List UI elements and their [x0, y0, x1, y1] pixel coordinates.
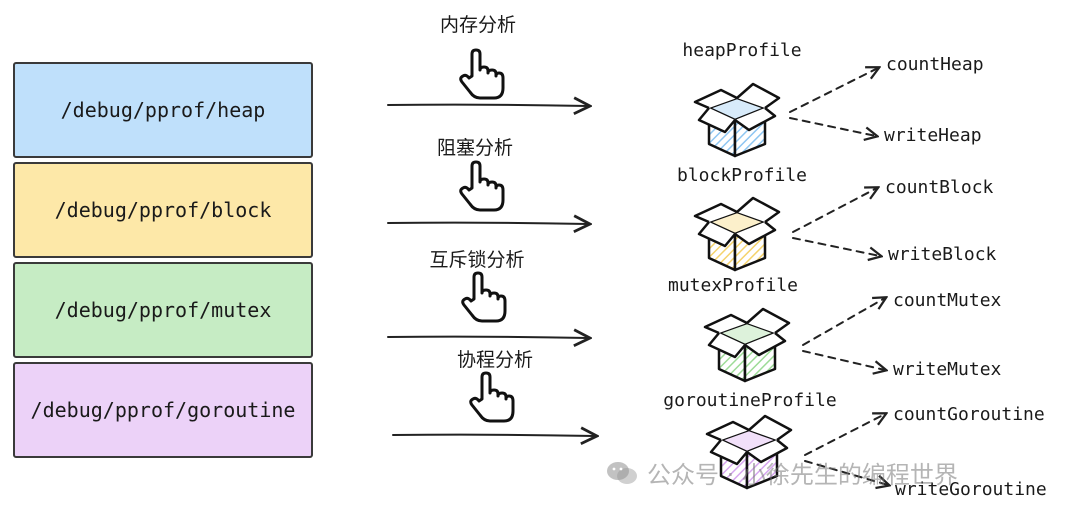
- analysis-label-block: 阻塞分析: [436, 137, 514, 159]
- open-box-icon: [693, 196, 781, 272]
- request-arrow-mutex: [387, 337, 588, 338]
- open-box-icon: [703, 307, 791, 383]
- write-arrow-goroutine: [804, 460, 888, 485]
- request-arrow-heap: [387, 105, 588, 106]
- endpoint-block: /debug/pprof/block: [13, 162, 313, 258]
- open-box-icon: [693, 82, 781, 158]
- write-label-block: writeBlock: [888, 244, 997, 265]
- pointing-hand-icon: [469, 371, 515, 423]
- count-label-mutex: countMutex: [893, 290, 1002, 311]
- watermark-text: 公众号 · 小徐先生的编程世界: [647, 461, 958, 489]
- write-arrow-mutex: [802, 350, 885, 370]
- pointing-hand-icon: [459, 160, 505, 212]
- count-label-heap: countHeap: [886, 54, 984, 75]
- request-arrow-goroutine: [392, 435, 595, 436]
- pointing-hand-icon: [459, 48, 505, 100]
- write-label-mutex: writeMutex: [893, 359, 1002, 380]
- profile-label-block: blockProfile: [676, 165, 808, 186]
- count-label-goroutine: countGoroutine: [893, 404, 1045, 425]
- count-arrow-block: [792, 188, 877, 233]
- write-arrow-heap: [789, 117, 876, 136]
- request-arrow-block: [387, 223, 588, 224]
- write-arrow-block: [792, 237, 880, 256]
- analysis-label-heap: 内存分析: [439, 14, 517, 36]
- count-arrow-heap: [789, 68, 878, 113]
- count-arrow-goroutine: [804, 414, 885, 456]
- endpoint-label: /debug/pprof/heap: [60, 98, 266, 122]
- write-label-heap: writeHeap: [884, 125, 982, 146]
- endpoint-label: /debug/pprof/goroutine: [30, 398, 296, 422]
- endpoint-heap: /debug/pprof/heap: [13, 62, 313, 158]
- endpoint-goroutine: /debug/pprof/goroutine: [13, 362, 313, 458]
- endpoint-mutex: /debug/pprof/mutex: [13, 262, 313, 358]
- count-label-block: countBlock: [885, 177, 994, 198]
- profile-label-goroutine: goroutineProfile: [663, 390, 837, 411]
- watermark: 公众号 · 小徐先生的编程世界: [605, 455, 958, 490]
- count-arrow-mutex: [802, 298, 885, 346]
- profile-label-heap: heapProfile: [682, 40, 802, 61]
- analysis-label-mutex: 互斥锁分析: [429, 249, 525, 271]
- analysis-label-goroutine: 协程分析: [456, 349, 534, 371]
- endpoint-label: /debug/pprof/block: [54, 198, 272, 222]
- profile-label-mutex: mutexProfile: [667, 275, 799, 296]
- pointing-hand-icon: [461, 271, 507, 323]
- wechat-icon: [607, 461, 637, 484]
- endpoint-label: /debug/pprof/mutex: [54, 298, 272, 322]
- open-box-icon: [705, 414, 793, 490]
- write-label-goroutine: writeGoroutine: [895, 479, 1047, 500]
